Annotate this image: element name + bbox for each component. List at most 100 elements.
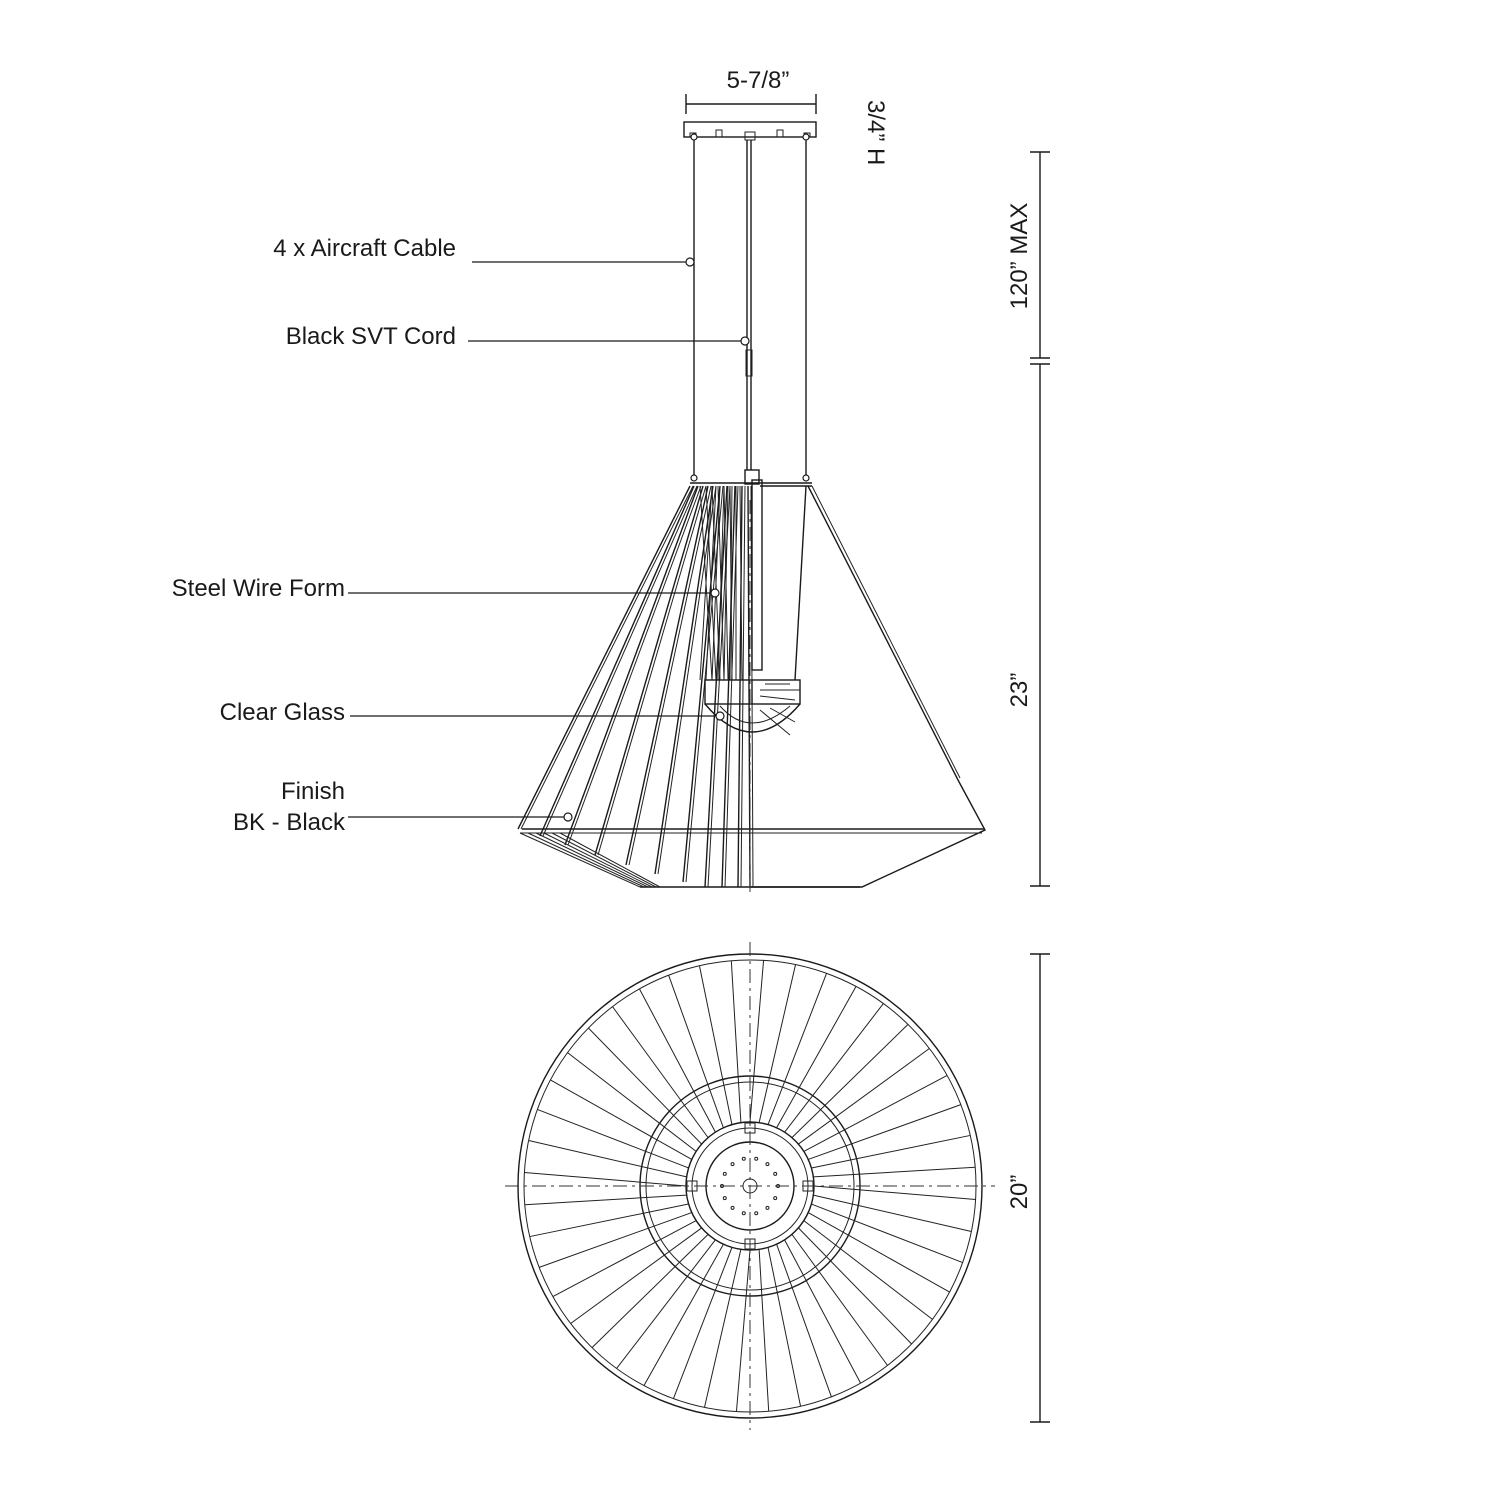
fixture-height-dimension: 23” <box>1006 364 1050 887</box>
socket-and-glass <box>704 469 812 736</box>
plan-hub-dot <box>730 1205 735 1210</box>
shade-elevation <box>517 482 986 895</box>
plan-spoke <box>567 1052 697 1152</box>
svt-cord <box>745 140 753 470</box>
canopy-height-label: 3/4” H <box>862 100 889 165</box>
plan-spoke <box>807 1212 950 1293</box>
plan-spoke <box>776 986 857 1129</box>
plan-spoke <box>791 1234 888 1366</box>
max-length-dimension: 120” MAX <box>1006 151 1050 365</box>
plan-spoke <box>791 1024 909 1138</box>
wire-rib <box>594 485 704 856</box>
callout-finish: Finish BK - Black <box>233 778 573 836</box>
plan-hub-dot <box>765 1162 770 1167</box>
plan-hub-dot <box>722 1171 727 1176</box>
wire-rib <box>564 485 699 846</box>
plan-spoke <box>798 1048 930 1145</box>
wire-inner-cross <box>705 485 717 681</box>
wire-inner-cross <box>723 485 729 681</box>
wire-rib-lower <box>535 832 649 888</box>
wire-rib-shadow <box>567 485 702 846</box>
plan-hub-dot <box>773 1171 778 1176</box>
plan-spoke <box>588 1027 702 1145</box>
plan-hub-dot <box>765 1205 770 1210</box>
callout-svt-cord: Black SVT Cord <box>286 323 750 350</box>
plan-spoke <box>758 964 797 1123</box>
callout-wire-form: Steel Wire Form <box>172 575 720 602</box>
wire-rib <box>721 485 736 888</box>
wire-rib <box>539 485 695 837</box>
plan-spoke <box>803 1074 948 1152</box>
canopy-height-dimension: 3/4” H <box>862 100 889 165</box>
wire-rib <box>704 485 728 888</box>
wire-rib <box>517 485 691 830</box>
plan-spoke <box>767 973 828 1125</box>
plan-spoke <box>703 1249 742 1408</box>
aircraft-cable-label: 4 x Aircraft Cable <box>273 235 456 262</box>
wire-inner-cross <box>699 485 713 681</box>
shade-right-edge <box>750 485 986 888</box>
canopy-width-label: 5-7/8” <box>727 67 790 94</box>
diameter-label: 20” <box>1006 1175 1033 1210</box>
plan-spoke <box>529 1203 689 1238</box>
wire-rib-lower <box>543 832 653 888</box>
wire-form-label: Steel Wire Form <box>172 575 345 602</box>
plan-spoke <box>698 965 733 1125</box>
canopy-width-dimension: 5-7/8” <box>685 67 817 114</box>
plan-spoke <box>813 1194 972 1233</box>
plan-spoke <box>758 1249 770 1412</box>
shade-plan-view <box>505 942 995 1430</box>
plan-spoke <box>570 1227 702 1324</box>
wire-rib <box>654 485 714 875</box>
plan-hub-dot <box>741 1211 746 1216</box>
plan-spoke <box>524 1171 687 1187</box>
plan-spoke <box>552 1220 697 1298</box>
wire-rib-lower <box>527 832 645 888</box>
plan-spoke <box>730 960 742 1123</box>
plan-spoke <box>808 1104 962 1160</box>
canopy <box>683 121 817 141</box>
callout-aircraft-cable: 4 x Aircraft Cable <box>273 235 695 267</box>
callout-glass: Clear Glass <box>220 699 725 726</box>
wire-rib-shadow <box>628 485 712 866</box>
plan-hub-dot <box>722 1196 727 1201</box>
fixture-height-label: 23” <box>1006 673 1033 708</box>
wire-rib-lower <box>559 832 661 888</box>
finish-value-label: BK - Black <box>233 809 346 836</box>
wire-inner-cross <box>717 485 725 681</box>
finish-title-label: Finish <box>281 778 345 805</box>
wire-rib-shadow <box>740 485 746 888</box>
plan-spoke <box>767 1247 802 1407</box>
wire-rib-right <box>794 485 807 681</box>
wire-rib-shadow <box>597 485 707 856</box>
wire-rib <box>747 485 751 888</box>
plan-spoke <box>672 1247 733 1399</box>
plan-hub-dot <box>741 1156 746 1161</box>
plan-hub-dot <box>754 1156 759 1161</box>
wire-inner-cross <box>729 485 733 681</box>
svt-cord-label: Black SVT Cord <box>286 323 456 350</box>
wire-rib-lower <box>519 832 641 888</box>
plan-spoke <box>524 1194 687 1206</box>
max-length-label: 120” MAX <box>1006 203 1033 310</box>
plan-spoke <box>784 1003 884 1133</box>
plan-spoke <box>528 1139 687 1178</box>
wire-inner-cross <box>739 485 743 681</box>
aircraft-cables <box>690 133 810 482</box>
plan-spoke <box>803 1220 933 1320</box>
plan-spoke <box>776 1244 832 1398</box>
wire-rib-shadow <box>657 485 717 875</box>
plan-spoke <box>638 988 716 1133</box>
plan-spoke <box>784 1239 862 1384</box>
plan-hub-dot <box>730 1162 735 1167</box>
plan-spoke <box>537 1108 689 1169</box>
plan-spoke <box>798 1227 912 1345</box>
plan-spoke <box>643 1243 724 1386</box>
diameter-dimension: 20” <box>1006 953 1050 1423</box>
wire-rib-shadow <box>542 485 698 837</box>
glass-label: Clear Glass <box>220 699 345 726</box>
plan-spoke <box>668 974 724 1128</box>
plan-spoke <box>749 960 765 1123</box>
plan-spoke <box>550 1079 693 1160</box>
